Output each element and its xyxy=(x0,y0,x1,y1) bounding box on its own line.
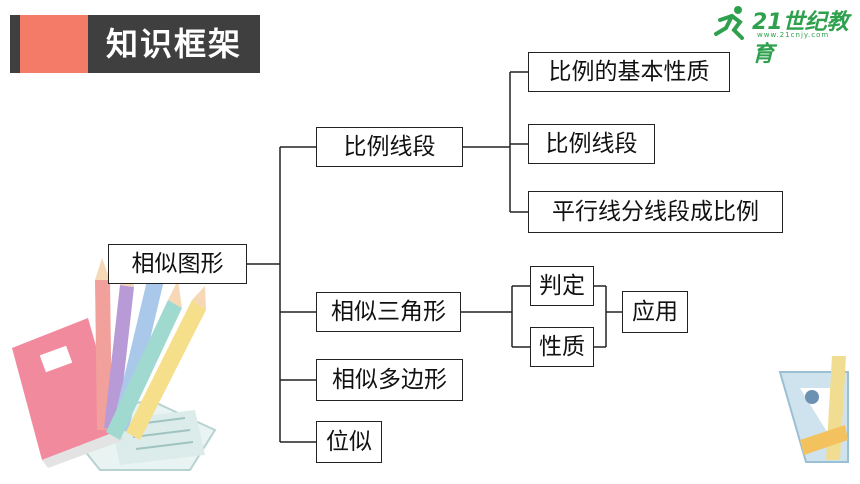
node-parallel-lines: 平行线分线段成比例 xyxy=(528,191,783,233)
node-basic-property: 比例的基本性质 xyxy=(528,52,730,92)
node-homothety: 位似 xyxy=(316,421,382,463)
logo-url: www.21cnjy.com xyxy=(757,31,830,39)
node-property: 性质 xyxy=(530,327,594,367)
brand-logo: 21世纪教育 www.21cnjy.com xyxy=(712,4,852,67)
runner-icon xyxy=(714,6,744,40)
section-header: 知识框架 xyxy=(10,15,260,73)
pink-notebook-illustration xyxy=(12,318,124,468)
node-similar-figures: 相似图形 xyxy=(108,244,247,284)
node-proportional-segments: 比例线段 xyxy=(316,127,463,167)
page-title: 知识框架 xyxy=(106,25,243,63)
node-similar-triangles: 相似三角形 xyxy=(316,292,461,332)
node-judgment: 判定 xyxy=(530,266,594,306)
logo-text: 21世纪教育 xyxy=(752,10,849,67)
node-application: 应用 xyxy=(622,291,688,333)
pencils-illustration xyxy=(95,247,206,440)
header-accent-block xyxy=(20,15,88,73)
node-proportional-segments-child: 比例线段 xyxy=(528,124,655,164)
ruler-triangle-illustration xyxy=(778,356,849,463)
node-similar-polygons: 相似多边形 xyxy=(316,359,463,401)
